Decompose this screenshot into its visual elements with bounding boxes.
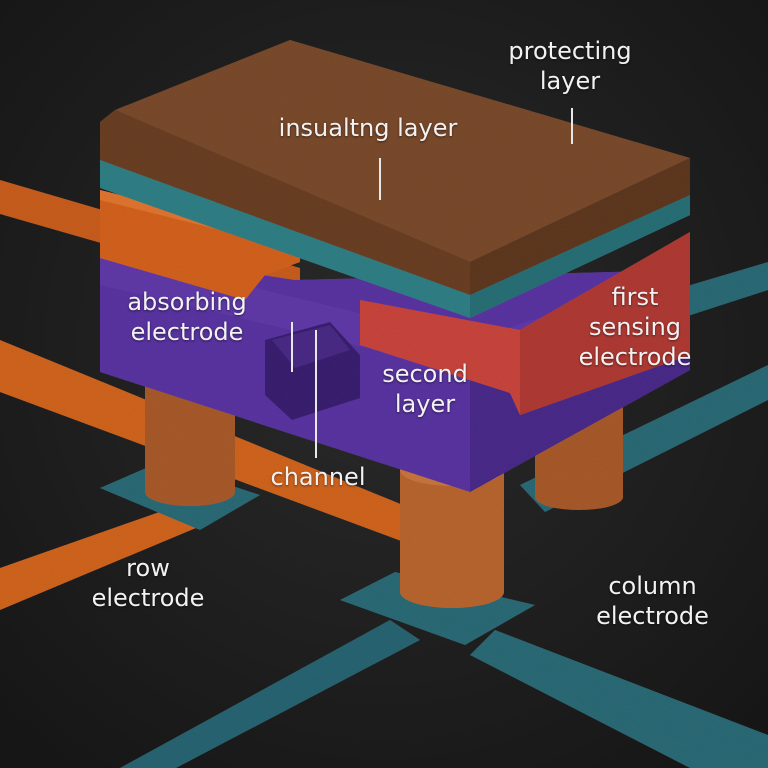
- label-protecting-line2: layer: [539, 67, 601, 95]
- label-row-line2: electrode: [91, 584, 205, 612]
- label-column-line2: electrode: [596, 602, 709, 630]
- label-first-sensing-electrode: first sensing electrode: [565, 282, 705, 372]
- label-first-line3: electrode: [578, 343, 692, 371]
- protecting-layer-shape: [100, 40, 690, 295]
- insulating-layer-shape: [100, 158, 690, 318]
- label-protecting-line1: protecting: [508, 37, 632, 65]
- label-protecting-layer: protecting layer: [505, 36, 635, 96]
- column-electrode-bottom-right: [470, 630, 768, 768]
- leader-lines: [291, 108, 573, 458]
- label-channel: channel: [258, 462, 378, 492]
- row-electrode-lower: [0, 496, 215, 610]
- pillar-center: [400, 454, 504, 608]
- label-column-electrode: column electrode: [580, 571, 725, 631]
- first-sensing-electrode-shape: [360, 232, 690, 415]
- label-channel-text: channel: [270, 463, 366, 491]
- label-insulating-layer: insualtng layer: [258, 113, 478, 143]
- column-pad-center: [340, 572, 535, 645]
- label-second-line2: layer: [394, 390, 456, 418]
- label-row-electrode: row electrode: [78, 553, 218, 613]
- label-insulating-text: insualtng layer: [278, 114, 458, 142]
- column-electrode-bottom-left: [120, 620, 420, 768]
- label-absorbing-line1: absorbing: [127, 288, 247, 316]
- label-second-line1: second: [382, 360, 468, 388]
- label-row-line1: row: [126, 554, 170, 582]
- label-absorbing-line2: electrode: [130, 318, 244, 346]
- label-first-line2: sensing: [588, 313, 682, 341]
- label-first-line1: first: [611, 283, 659, 311]
- label-absorbing-electrode: absorbing electrode: [112, 287, 262, 347]
- label-second-layer: second layer: [365, 359, 485, 419]
- label-column-line1: column: [608, 572, 697, 600]
